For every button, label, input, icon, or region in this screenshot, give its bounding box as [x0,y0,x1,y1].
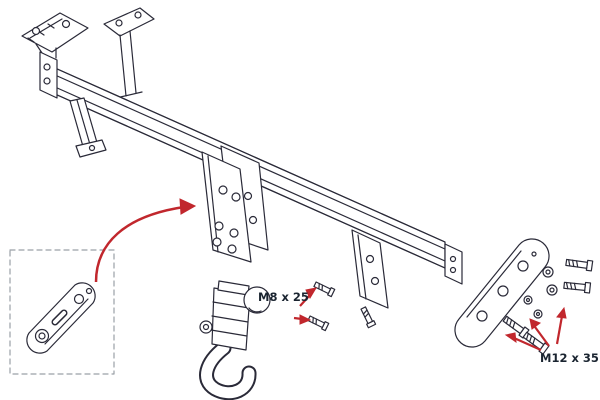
bolt-head [538,342,550,355]
inset-to-plate-arrow [94,205,185,283]
hook-neck-core [201,342,255,399]
m12-arrow [513,336,542,352]
arrowhead [529,318,542,330]
large-hole [38,332,46,340]
line-art [9,7,594,400]
bolt-hole [214,221,224,231]
bolt-hole [88,144,96,152]
housing-detail-lines [210,301,250,337]
bolt-hole [227,244,237,254]
annotation-arrows [94,198,567,352]
bolt-threads [525,332,536,345]
bolt-hole [115,19,123,27]
arrowhead [556,306,567,319]
chassis-bracket-mid [103,7,155,99]
bracket-edge-line [44,298,89,345]
bolt-threads [568,259,579,268]
beam-top-edge [54,67,446,243]
left-support-strut [69,97,107,158]
bolt-threads [362,309,370,318]
arrow-set [94,198,567,352]
bolt-hole [248,215,258,225]
bolt-hole [243,191,253,201]
bolt-head [327,287,336,298]
bolt-hole [476,310,488,322]
arrowhead [179,198,197,215]
release-knob-center [202,323,210,331]
bracket-edge-line [466,250,522,318]
bolt-threads [505,316,516,329]
side-bracket [454,238,550,348]
m8-bolt [313,281,336,298]
m12-bolt [522,331,550,355]
bolt-hole [73,293,85,305]
bolt-hole [229,228,239,238]
m12-arrow [534,326,550,347]
m12-bolt [565,258,594,272]
towball-assembly [199,280,271,400]
plate-edge-line [207,155,219,253]
bolt-hole [212,237,222,247]
front-plate [201,151,252,263]
bolt-hole [497,285,509,297]
beam-right-end-plate [444,243,463,285]
bolt-hole [517,260,529,272]
bolt-hole [365,254,375,264]
arrowhead [299,314,312,325]
bolt-hole [43,77,51,85]
beam-left-end-plate [39,51,58,99]
ball-mount-plate [201,145,269,263]
bolt-head [31,26,41,36]
bolt-hole [218,185,228,195]
washer-hole [549,287,555,293]
plate-edge-line [357,234,367,300]
bolt-threads [565,281,577,291]
m12-bolt [563,281,592,294]
tow-ball [243,286,271,314]
bolt-head [583,281,592,294]
bracket-plate [21,12,89,53]
inset-bracket [26,282,96,354]
plate-body [351,229,389,309]
bracket-plate [103,7,155,37]
m8-bolt-label: M8 x 25 [258,290,309,304]
small-hole [85,287,93,295]
bolt-threads [318,282,324,292]
bolt-head [61,19,71,29]
strut-inner-line [76,99,92,149]
small-hole [531,251,537,257]
rear-support-plate [351,229,389,309]
m8-arrow [299,294,311,307]
slot-core [53,311,66,324]
washer-hole [545,269,551,275]
bolt-head [366,320,377,329]
bolt-hole [449,255,457,263]
washers-and-nuts [523,266,558,319]
bolt-hole [231,192,241,202]
m8-bolt [360,306,377,329]
chassis-bracket-left [21,12,89,59]
bolt-threads [312,316,318,326]
bolt-hole [370,276,380,286]
ball-shading [248,307,262,313]
arrowhead [305,287,318,300]
bracket-arm [119,30,137,97]
washer-hole [535,311,541,317]
washer-hole [525,297,531,303]
m12-bolt-label: M12 x 35 [540,351,599,365]
arrowhead [504,332,517,344]
m8-bolt [307,315,330,332]
bolt-head [321,321,330,332]
bolt-hole [449,266,457,274]
bolt-hole [43,63,51,71]
m12-arrow [555,315,564,345]
bolt-hole [134,11,142,19]
